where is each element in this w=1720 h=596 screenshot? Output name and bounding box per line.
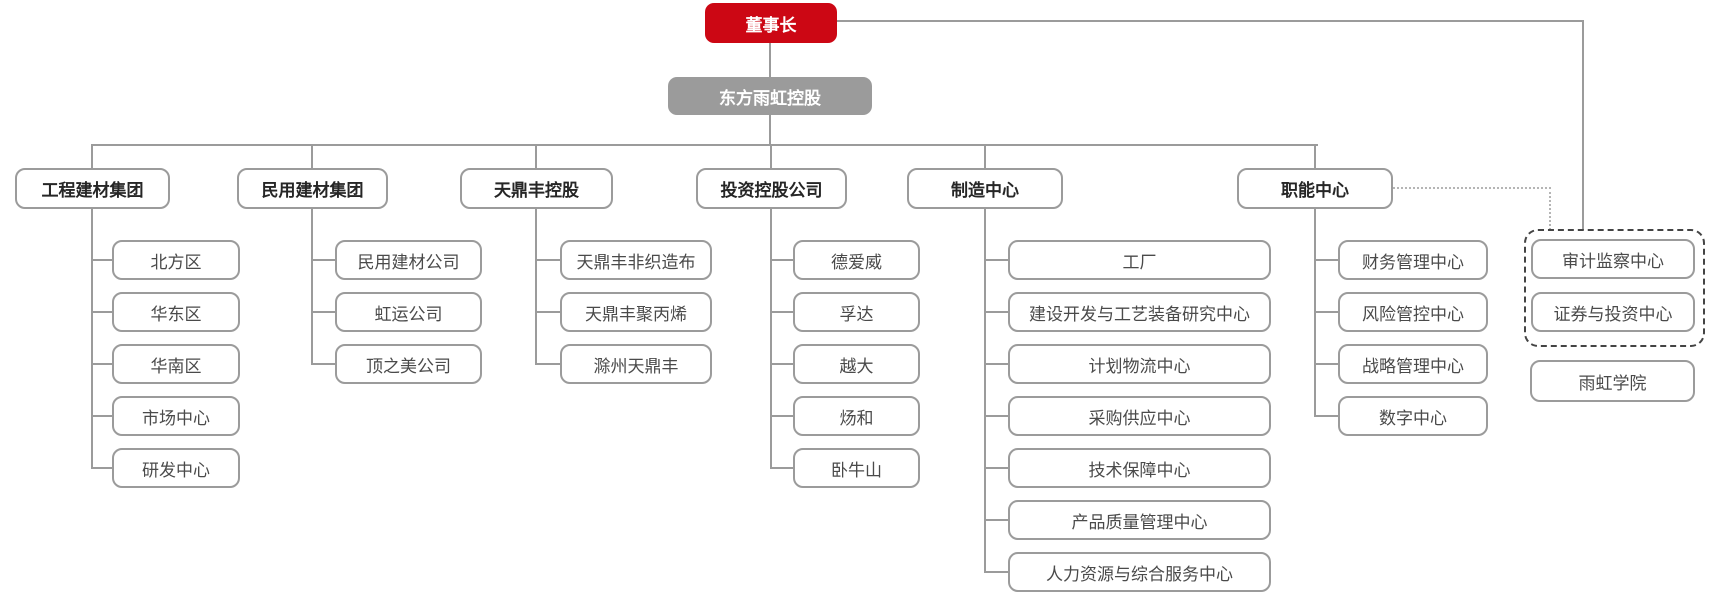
org-branch-0-header: 工程建材集团 (15, 168, 170, 209)
org-branch-3-header: 投资控股公司 (696, 168, 847, 209)
org-branch-0-child-3: 市场中心 (112, 396, 240, 436)
connector-rail-drop (311, 144, 313, 170)
org-branch-0-child-4: 研发中心 (112, 448, 240, 488)
org-node-yuhong-academy: 雨虹学院 (1530, 360, 1695, 402)
board-direct-group (1524, 229, 1705, 347)
org-branch-5-child-1: 风险管控中心 (1338, 292, 1488, 332)
connector-main-rail (91, 144, 1318, 146)
org-node-securities-investment-center: 证券与投资中心 (1531, 292, 1695, 332)
connector-holding-to-rail (769, 113, 771, 146)
org-branch-2-child-1: 天鼎丰聚丙烯 (560, 292, 712, 332)
connector-root-right-horizontal (837, 20, 1584, 22)
org-branch-2-header: 天鼎丰控股 (460, 168, 613, 209)
connector-child-stub (985, 519, 1008, 521)
org-branch-4-child-3: 采购供应中心 (1008, 396, 1271, 436)
org-branch-4-child-4: 技术保障中心 (1008, 448, 1271, 488)
connector-branch-spine (535, 209, 537, 365)
connector-child-stub (771, 311, 793, 313)
connector-child-stub (1315, 415, 1338, 417)
connector-child-stub (536, 363, 560, 365)
org-branch-2-child-0: 天鼎丰非织造布 (560, 240, 712, 280)
connector-dotted-vertical (1549, 187, 1551, 230)
connector-branch-spine (770, 209, 772, 469)
connector-child-stub (985, 311, 1008, 313)
connector-child-stub (771, 259, 793, 261)
org-branch-5-child-0: 财务管理中心 (1338, 240, 1488, 280)
org-branch-5-child-3: 数字中心 (1338, 396, 1488, 436)
org-branch-3-child-1: 孚达 (793, 292, 920, 332)
connector-child-stub (771, 415, 793, 417)
org-branch-1-header: 民用建材集团 (237, 168, 388, 209)
org-branch-4-child-2: 计划物流中心 (1008, 344, 1271, 384)
org-node-audit-center: 审计监察中心 (1531, 239, 1695, 279)
connector-branch-spine (91, 209, 93, 469)
connector-child-stub (985, 363, 1008, 365)
connector-child-stub (771, 363, 793, 365)
connector-dotted-horizontal (1393, 187, 1551, 189)
connector-child-stub (312, 311, 335, 313)
org-node-chairman: 董事长 (705, 3, 837, 43)
org-branch-5-header: 职能中心 (1237, 168, 1393, 209)
connector-child-stub (312, 259, 335, 261)
org-branch-4-header: 制造中心 (907, 168, 1063, 209)
connector-branch-spine (311, 209, 313, 365)
connector-root-to-holding (769, 43, 771, 77)
connector-child-stub (92, 259, 112, 261)
org-branch-4-child-1: 建设开发与工艺装备研究中心 (1008, 292, 1271, 332)
connector-child-stub (985, 259, 1008, 261)
org-branch-1-child-1: 虹运公司 (335, 292, 482, 332)
org-node-holding: 东方雨虹控股 (668, 77, 872, 115)
org-branch-0-child-0: 北方区 (112, 240, 240, 280)
connector-child-stub (985, 571, 1008, 573)
connector-child-stub (92, 415, 112, 417)
connector-right-vertical (1582, 20, 1584, 230)
connector-rail-drop (984, 144, 986, 170)
connector-rail-drop (535, 144, 537, 170)
org-branch-1-child-0: 民用建材公司 (335, 240, 482, 280)
connector-child-stub (985, 467, 1008, 469)
connector-child-stub (985, 415, 1008, 417)
org-branch-1-child-2: 顶之美公司 (335, 344, 482, 384)
connector-branch-spine (1314, 209, 1316, 417)
connector-child-stub (1315, 311, 1338, 313)
org-branch-0-child-1: 华东区 (112, 292, 240, 332)
connector-child-stub (92, 311, 112, 313)
org-branch-4-child-6: 人力资源与综合服务中心 (1008, 552, 1271, 592)
connector-child-stub (92, 467, 112, 469)
org-branch-5-child-2: 战略管理中心 (1338, 344, 1488, 384)
org-branch-3-child-2: 越大 (793, 344, 920, 384)
connector-rail-drop (770, 144, 772, 170)
connector-child-stub (92, 363, 112, 365)
org-branch-3-child-4: 卧牛山 (793, 448, 920, 488)
org-branch-4-child-0: 工厂 (1008, 240, 1271, 280)
connector-child-stub (771, 467, 793, 469)
org-branch-4-child-5: 产品质量管理中心 (1008, 500, 1271, 540)
connector-rail-drop (1314, 144, 1316, 170)
connector-child-stub (536, 311, 560, 313)
org-branch-3-child-0: 德爱威 (793, 240, 920, 280)
connector-child-stub (1315, 259, 1338, 261)
connector-child-stub (536, 259, 560, 261)
connector-child-stub (312, 363, 335, 365)
connector-branch-spine (984, 209, 986, 573)
connector-child-stub (1315, 363, 1338, 365)
connector-rail-drop (91, 144, 93, 170)
org-branch-0-child-2: 华南区 (112, 344, 240, 384)
org-branch-2-child-2: 滁州天鼎丰 (560, 344, 712, 384)
org-branch-3-child-3: 炀和 (793, 396, 920, 436)
